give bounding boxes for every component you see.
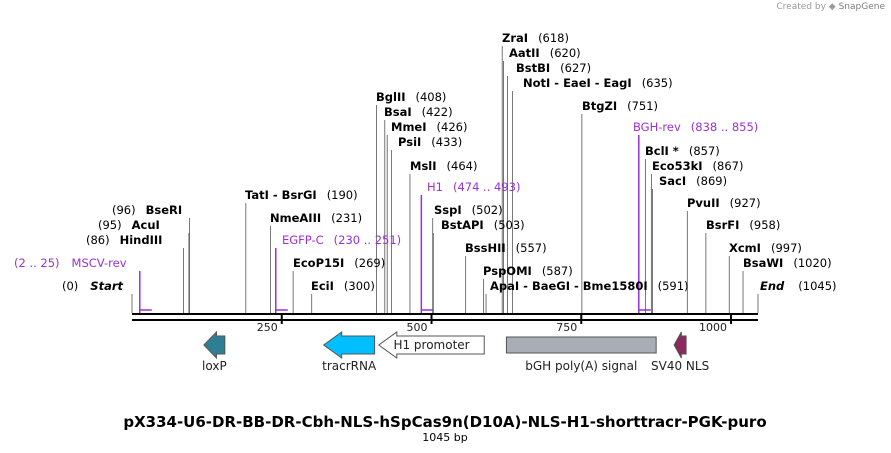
site-label-tati-bsrgi: TatI - BsrGI(190) [245, 188, 358, 202]
site-label-bcli: BclI *(857) [645, 144, 720, 158]
site-label-sspi: SspI(502) [434, 203, 503, 217]
site-label-bgh-rev: BGH-rev(838 .. 855) [633, 120, 758, 134]
site-label-bsrfi: BsrFI(958) [706, 218, 780, 232]
feature-arrow-loxp [203, 330, 226, 360]
site-label-acui: (95)AcuI [98, 218, 160, 232]
site-label-hindiii: (86)HindIII [86, 233, 162, 247]
site-label-xcmi: XcmI(997) [729, 241, 802, 255]
site-label-aatii: AatII(620) [509, 46, 581, 60]
feature-arrow-sv40-nls [673, 331, 687, 359]
backbone-bottom-strand [132, 319, 758, 321]
site-label-psii: PsiI(433) [398, 135, 462, 149]
ruler-tick [280, 313, 283, 324]
feature-label-sv40-nls: SV40 NLS [651, 359, 709, 373]
site-label-start: (0)Start [62, 279, 124, 293]
site-label-h1: H1(474 .. 493) [427, 180, 520, 194]
snapgene-brand-text: SnapGene [838, 2, 885, 12]
site-label-bsshii: BssHII(557) [465, 241, 547, 255]
site-label-pvuii: PvuII(927) [687, 196, 761, 210]
feature-arrow-h1-promoter [377, 331, 485, 359]
site-label-mscv-rev: (2 .. 25)MSCV-rev [14, 256, 127, 270]
site-label-end: End(1045) [760, 279, 837, 293]
created-by-text: Created by [776, 2, 826, 12]
feature-label-h1-promoter: H1 promoter [393, 338, 469, 352]
site-label-zrai: ZraI(618) [502, 31, 569, 45]
site-label-bstapi: BstAPI(503) [441, 218, 525, 232]
feature-tracrrna: tracrRNA [322, 331, 377, 373]
ruler-tick-label: 250 [257, 321, 278, 334]
feature-label-bgh-poly-a-signal: bGH poly(A) signal [525, 359, 637, 373]
backbone-top-strand [132, 313, 758, 315]
ruler-tick [430, 313, 433, 324]
feature-h1-promoter: H1 promoter [377, 331, 485, 359]
site-label-btgzi: BtgZI(751) [582, 99, 658, 113]
snapgene-branding: Created by ◆ SnapGene [776, 2, 885, 12]
feature-sv40-nls: SV40 NLS [651, 331, 709, 373]
site-label-noti-eaei-eagi: NotI - EaeI - EagI(635) [523, 76, 673, 90]
site-label-bstbi: BstBI(627) [516, 61, 591, 75]
ruler-tick-label: 750 [556, 321, 577, 334]
site-label-layer: ZraI(618)AatII(620)BstBI(627)NotI - EaeI… [14, 31, 837, 293]
site-label-nmeaiii: NmeAIII(231) [270, 211, 362, 225]
feature-arrow-tracrrna [322, 331, 376, 359]
ruler-tick-label: 500 [407, 321, 428, 334]
site-label-saci: SacI(869) [659, 174, 727, 188]
feature-loxp: loxP [202, 330, 227, 373]
site-label-bseri: (96)BseRI [112, 203, 182, 217]
site-label-bsai: BsaI(422) [384, 105, 453, 119]
ruler-tick [730, 313, 733, 324]
site-label-ecii: EciI(300) [311, 279, 375, 293]
site-label-msli: MslI(464) [410, 159, 477, 173]
site-label-egfp-c: EGFP-C(230 .. 251) [282, 233, 401, 247]
snapgene-logo-icon: ◆ [828, 2, 836, 12]
site-label-ecop15i: EcoP15I(269) [293, 256, 385, 270]
site-label-bglii: BglII(408) [376, 90, 446, 104]
site-label-mmei: MmeI(426) [391, 120, 467, 134]
feature-label-tracrrna: tracrRNA [322, 359, 377, 373]
site-label-eco53ki: Eco53kI(867) [652, 159, 743, 173]
site-label-pspomi: PspOMI(587) [483, 264, 573, 278]
feature-bgh-poly-a-signal: bGH poly(A) signal [505, 336, 657, 373]
plasmid-name: pX334-U6-DR-BB-DR-Cbh-NLS-hSpCas9n(D10A)… [123, 413, 766, 431]
label-connector-layer [131, 46, 759, 313]
site-label-apai-baegi-bme1580i: ApaI - BaeGI - Bme1580I(591) [490, 279, 689, 293]
dna-backbone: 250 500 750 1000 [132, 313, 758, 334]
feature-layer: loxP tracrRNA H1 promoter bGH poly(A) signa… [202, 330, 709, 373]
ruler-tick [580, 313, 583, 324]
plasmid-length: 1045 bp [422, 431, 467, 444]
site-label-bsawi: BsaWI(1020) [743, 256, 832, 270]
ruler-tick-label: 1000 [699, 321, 727, 334]
feature-box-bgh-poly-a-signal [505, 336, 657, 354]
feature-label-loxp: loxP [202, 359, 227, 373]
